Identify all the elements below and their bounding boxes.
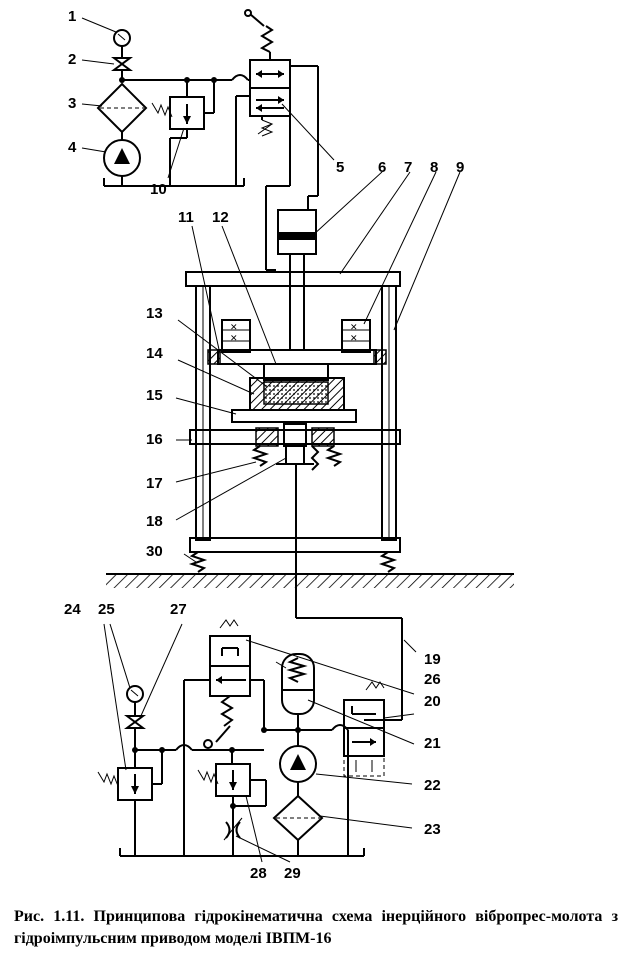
label-27: 27 [170,601,187,618]
spring-17-right [324,445,344,467]
label-4: 4 [68,139,77,156]
label-26: 26 [424,671,441,688]
shutoff-valve-27 [124,715,146,729]
label-17: 17 [146,475,163,492]
figure-caption: Рис. 1.11. Принципова гідрокінематична с… [14,908,618,947]
weights-8: ✕ ✕ ✕ ✕ [221,319,371,353]
label-7: 7 [404,159,412,176]
base-plate-16 [189,429,401,445]
spring-30-left [188,551,208,573]
press-frame: ✕ ✕ ✕ ✕ [106,196,514,721]
label-22: 22 [424,777,441,794]
label-6: 6 [378,159,386,176]
label-10: 10 [150,181,167,198]
label-18: 18 [146,513,163,530]
ground [106,574,514,588]
callout-labels: 1 2 3 4 5 6 7 8 9 10 11 12 13 14 15 16 1… [64,8,464,882]
label-12: 12 [212,209,229,226]
label-13: 13 [146,305,163,322]
accumulator-21 [275,653,315,730]
label-23: 23 [424,821,441,838]
svg-text:✕: ✕ [230,334,238,344]
label-21: 21 [424,735,441,752]
spring-17-left [250,445,270,467]
top-crosshead-7 [185,271,401,287]
label-3: 3 [68,95,76,112]
label-8: 8 [430,159,438,176]
pulse-valve-20 [343,681,385,856]
label-28: 28 [250,865,267,882]
label-19: 19 [424,651,441,668]
svg-text:✕: ✕ [350,323,358,333]
shutoff-valve-2 [111,57,133,71]
label-24: 24 [64,601,81,618]
table-15 [231,409,357,423]
label-15: 15 [146,387,163,404]
label-1: 1 [68,8,76,25]
control-valve-26 [183,619,265,856]
top-hydraulic-circuit [96,9,319,271]
label-30: 30 [146,543,163,560]
svg-text:✕: ✕ [230,323,238,333]
leader-lines [81,17,461,863]
label-2: 2 [68,51,76,68]
label-14: 14 [146,345,163,362]
label-25: 25 [98,601,115,618]
spring-30-right [378,551,398,573]
label-20: 20 [424,693,441,710]
label-11: 11 [178,209,194,226]
label-5: 5 [336,159,344,176]
powder-13 [263,381,329,405]
label-9: 9 [456,159,464,176]
directional-valve-5 [244,9,319,271]
label-29: 29 [284,865,301,882]
bottom-hydraulic-circuit [97,619,385,857]
label-16: 16 [146,431,163,448]
actuator-18 [285,445,305,465]
svg-text:✕: ✕ [350,334,358,344]
